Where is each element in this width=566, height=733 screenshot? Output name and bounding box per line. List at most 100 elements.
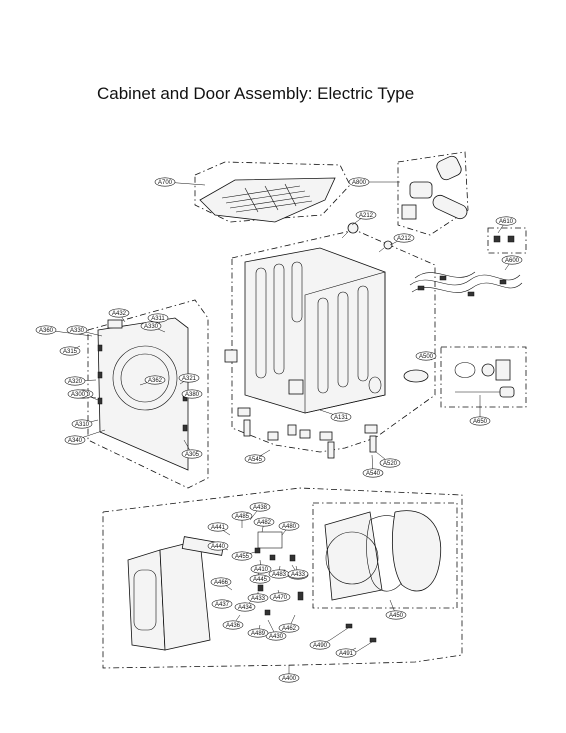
callout-a434: A434 [234,602,256,612]
callout-text: A330 [144,324,159,330]
sensor-parts [341,222,393,253]
callout-text: A305 [185,452,200,458]
callout-a482: A482 [253,517,275,527]
callout-text: A800 [352,180,367,186]
callout-text: A437 [215,602,230,608]
callout-bubble [59,346,81,356]
callout-a450: A450 [385,610,407,620]
callout-a545: A545 [244,454,266,464]
callout-bubble [147,313,169,323]
callout-bubble [379,458,401,468]
callout-text: A360 [39,328,54,334]
callout-bubble [231,511,253,521]
callout-a310: A310 [71,419,93,429]
callout-a500: A500 [415,351,437,361]
callout-text: A131 [334,415,349,421]
callout-text: A445 [253,577,268,583]
wire-harness-part [409,235,523,297]
callout-text: A540 [366,471,381,477]
callout-bubble [253,517,275,527]
callout-bubble [348,177,370,187]
door-assembly-part [127,531,304,651]
callout-a315: A315 [59,346,81,356]
page-title: Cabinet and Door Assembly: Electric Type [97,84,415,103]
callout-a300: A300 [67,389,89,399]
callout-text: A483 [272,572,287,578]
callout-bubble [154,177,176,187]
callout-text: A430 [269,634,284,640]
callout-a438: A438 [249,502,271,512]
callout-a490: A490 [309,640,331,650]
callout-a321: A321 [178,373,200,383]
callout-bubble [250,564,272,574]
callout-text: A436 [226,623,241,629]
callout-a540: A540 [362,468,384,478]
callout-a330: A330 [140,321,162,331]
callout-text: A438 [253,505,268,511]
callout-bubble [265,631,287,641]
callout-bubble [211,599,233,609]
callout-a437: A437 [211,599,233,609]
callout-a305: A305 [181,449,203,459]
callout-a610: A610 [495,216,517,226]
callout-text: A650 [473,419,488,425]
callout-bubble [207,522,229,532]
callout-bubble [178,373,200,383]
callout-a212: A212 [393,233,415,243]
callout-bubble [234,602,256,612]
callout-text: A433 [291,572,306,578]
callout-bubble [222,620,244,630]
callout-a480: A480 [278,521,300,531]
cabinet-part [224,247,386,414]
callout-a520: A520 [379,458,401,468]
callout-a491: A491 [335,648,357,658]
callout-a432: A432 [108,308,130,318]
callout-text: A310 [75,422,90,428]
callout-text: A440 [211,544,226,550]
callout-text: A212 [359,213,374,219]
callout-text: A490 [313,643,328,649]
callout-text: A480 [282,524,297,530]
callout-a433: A433 [287,569,309,579]
callout-text: A321 [182,376,197,382]
callout-a410: A410 [250,564,272,574]
callout-a362: A362 [144,375,166,385]
callout-text: A500 [419,354,434,360]
callout-bubble [249,574,271,584]
exhaust-duct-part [401,155,468,220]
callout-bubble [71,419,93,429]
callout-a433: A433 [247,593,269,603]
callout-bubble [309,640,331,650]
callout-text: A380 [185,392,200,398]
callout-text: A434 [238,605,253,611]
callout-bubble [181,449,203,459]
callout-text: A470 [273,595,288,601]
callout-bubble [247,593,269,603]
callout-a466: A466 [210,577,232,587]
callout-a441: A441 [207,522,229,532]
callout-bubble [108,308,130,318]
callout-text: A432 [112,311,127,317]
callout-text: A489 [251,631,266,637]
callout-text: A410 [254,567,269,573]
callout-bubble [247,628,269,638]
callout-bubble [140,321,162,331]
callout-bubble [495,216,517,226]
callout-text: A320 [68,379,83,385]
callout-bubble [278,673,300,683]
callout-bubble [269,592,291,602]
callout-bubble [249,502,271,512]
callout-bubble [335,648,357,658]
callout-text: A311 [151,316,165,322]
callout-text: A462 [282,626,297,632]
callout-text: A482 [257,520,272,526]
callout-bubble [66,325,88,335]
callout-text: A362 [148,378,163,384]
door-inner-part [324,510,442,601]
callout-bubble [35,325,57,335]
callout-bubble [469,416,491,426]
callout-a470: A470 [269,592,291,602]
top-panel-part [199,177,336,223]
